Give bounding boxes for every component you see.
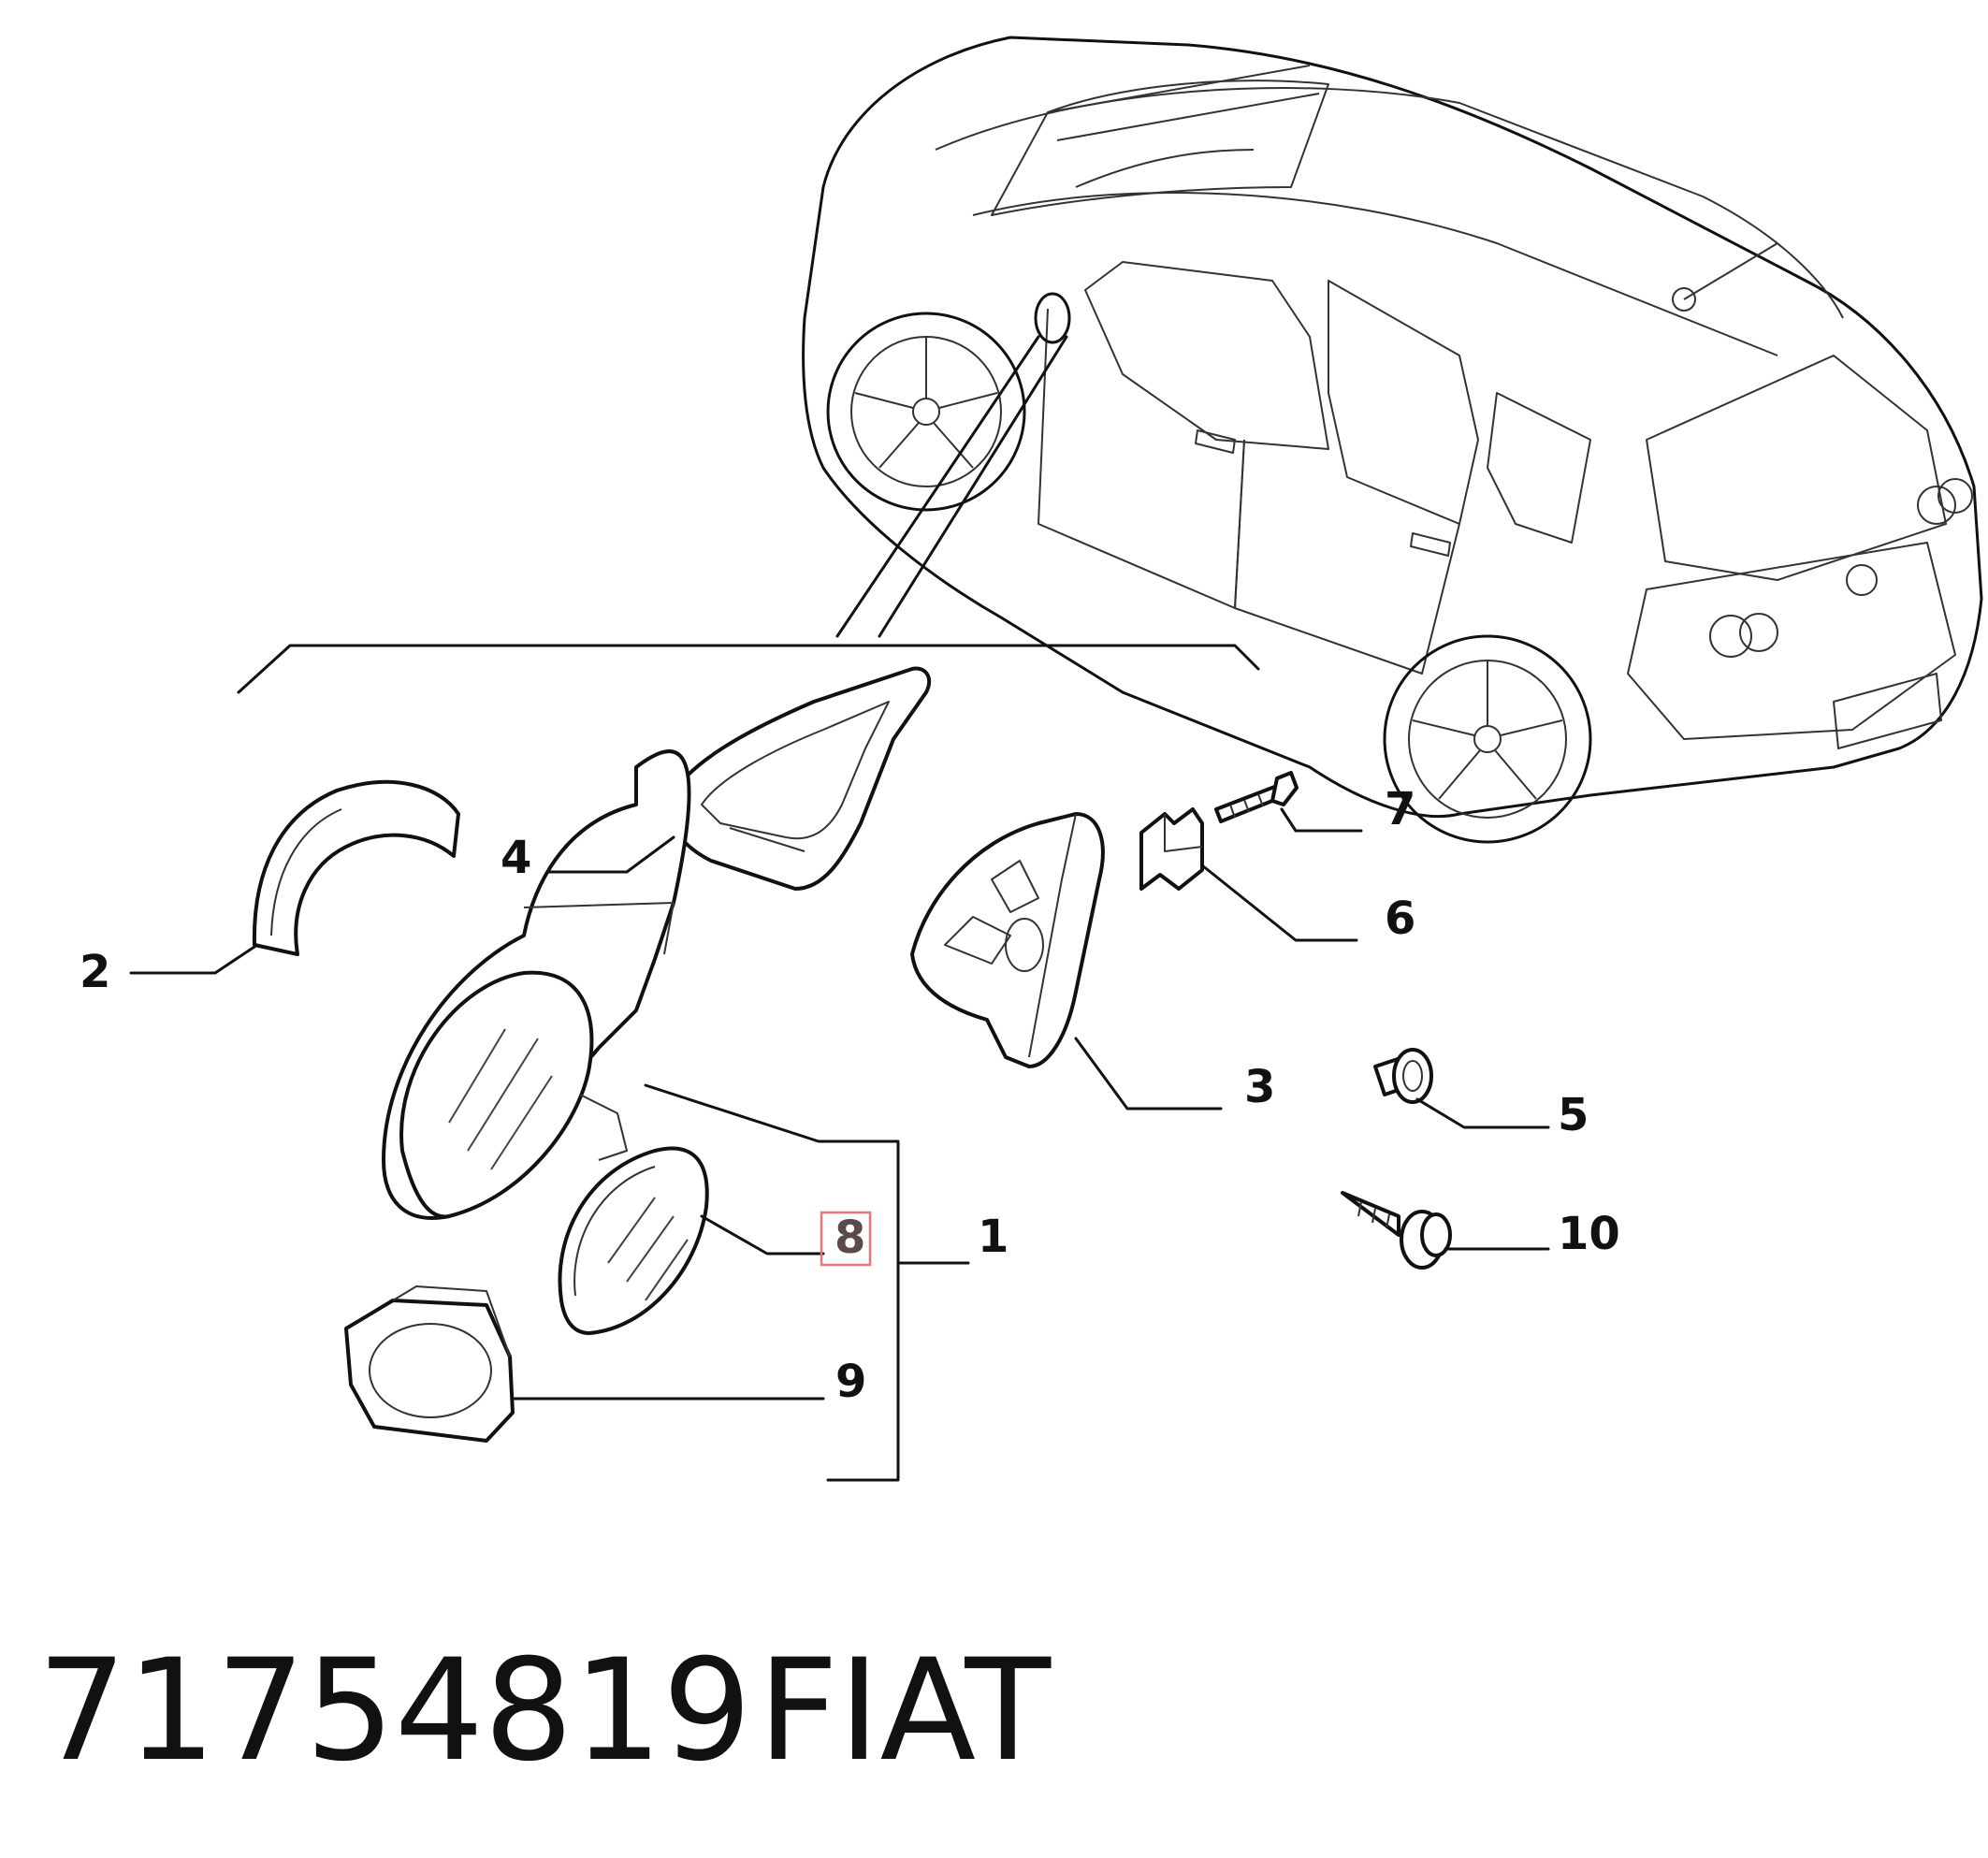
callout-1: 1 bbox=[978, 1211, 1009, 1263]
part-10-tapping-screw bbox=[1341, 1191, 1452, 1270]
leader-lines bbox=[129, 807, 1550, 1482]
leader-3 bbox=[1074, 1037, 1223, 1110]
leader-8 bbox=[700, 1214, 825, 1256]
footer: 71754819 FIAT bbox=[37, 1630, 1052, 1793]
leader-1-upper bbox=[644, 1083, 970, 1265]
callout-7: 7 bbox=[1385, 783, 1415, 835]
callout-5: 5 bbox=[1558, 1089, 1589, 1141]
callout-2: 2 bbox=[80, 946, 110, 998]
callout-10: 10 bbox=[1558, 1208, 1620, 1260]
part-6-clip bbox=[1139, 807, 1204, 891]
leader-7 bbox=[1280, 807, 1363, 833]
assembly-bracket bbox=[237, 644, 1260, 694]
callout-8-highlight bbox=[820, 1211, 872, 1267]
front-wheel bbox=[826, 312, 1026, 512]
part-number: 71754819 bbox=[37, 1630, 751, 1793]
leader-4 bbox=[545, 835, 675, 874]
part-8-mirror-glass bbox=[558, 1146, 709, 1335]
callout-8: 8 bbox=[834, 1212, 865, 1264]
callout-3: 3 bbox=[1244, 1061, 1275, 1113]
brand-name: FIAT bbox=[758, 1630, 1052, 1793]
leader-5 bbox=[1415, 1097, 1550, 1129]
part-9-heater-pad bbox=[344, 1285, 515, 1443]
callout-9: 9 bbox=[835, 1356, 866, 1408]
rear-wheel bbox=[1383, 634, 1592, 844]
part-4-gasket bbox=[666, 666, 932, 891]
part-2-mirror-cover bbox=[252, 779, 460, 956]
part-5-screw bbox=[1373, 1048, 1433, 1104]
leader-1-bracket bbox=[826, 1261, 900, 1482]
leader-2 bbox=[129, 943, 259, 975]
callout-labels: 2 4 1 8 9 3 6 7 5 10 bbox=[80, 783, 1620, 1408]
leader-6 bbox=[1200, 864, 1358, 942]
car-illustration bbox=[802, 36, 1983, 844]
callout-6: 6 bbox=[1385, 893, 1415, 945]
part-1-mirror-assembly bbox=[382, 749, 691, 1220]
callout-4: 4 bbox=[501, 832, 531, 884]
part-3-mirror-base bbox=[910, 812, 1105, 1068]
part-7-bolt bbox=[1214, 771, 1299, 823]
